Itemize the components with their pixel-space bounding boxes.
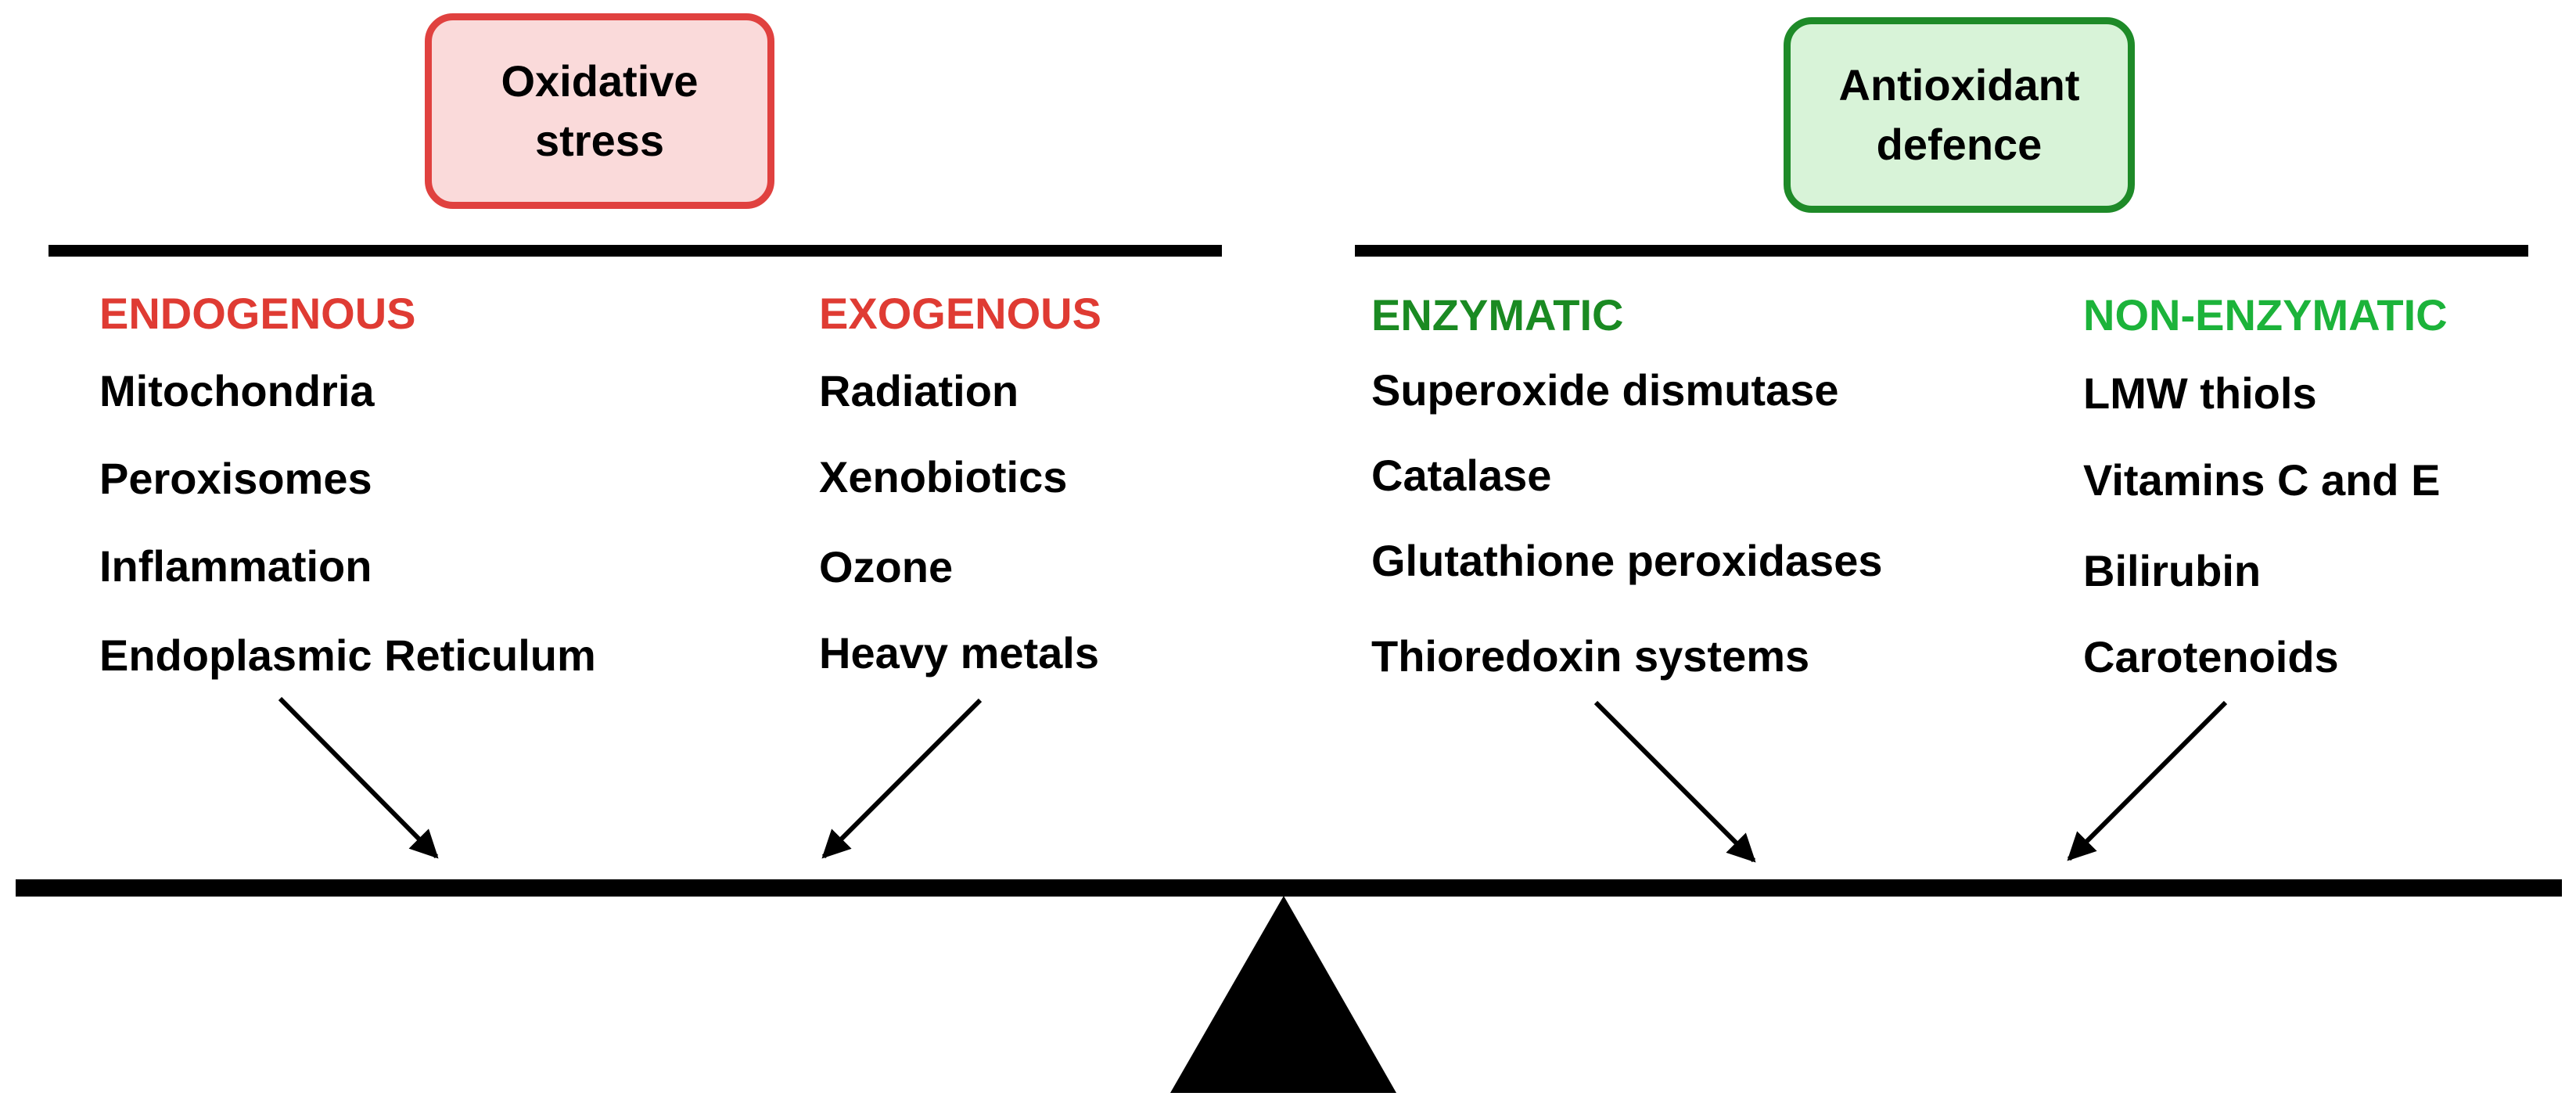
- list-item: Glutathione peroxidases: [1371, 536, 1883, 585]
- list-item: Bilirubin: [2083, 546, 2262, 595]
- balance-beam: [16, 879, 2562, 897]
- antioxidant-defence-divider: [1355, 245, 2528, 257]
- list-item: Mitochondria: [99, 366, 375, 415]
- list-item: Inflammation: [99, 541, 372, 591]
- list-item: Radiation: [819, 366, 1019, 415]
- list-item: Peroxisomes: [99, 454, 372, 503]
- list-item: LMW thiols: [2083, 368, 2317, 418]
- antioxidant-defence-box: Antioxidant defence: [1784, 17, 2135, 213]
- list-item: Thioredoxin systems: [1371, 631, 1810, 681]
- list-item: Heavy metals: [819, 628, 1100, 677]
- list-item: Carotenoids: [2083, 632, 2339, 681]
- oxidative-stress-label-line1: Oxidative: [501, 56, 699, 106]
- non-enzymatic-header: NON-ENZYMATIC: [2083, 290, 2448, 340]
- enzymatic-header: ENZYMATIC: [1371, 290, 1624, 340]
- oxidative-stress-divider: [49, 245, 1222, 257]
- exogenous-arrow: [821, 698, 983, 859]
- list-item: Catalase: [1371, 451, 1552, 500]
- non-enzymatic-arrow: [2067, 700, 2228, 861]
- exogenous-header: EXOGENOUS: [819, 289, 1101, 338]
- list-item: Vitamins C and E: [2083, 455, 2441, 505]
- list-item: Xenobiotics: [819, 452, 1068, 501]
- antioxidant-defence-label-line1: Antioxidant: [1838, 60, 2080, 110]
- list-item: Superoxide dismutase: [1371, 365, 1839, 415]
- oxidative-stress-label-line2: stress: [534, 116, 665, 165]
- endogenous-arrow: [278, 696, 439, 859]
- oxidative-stress-box: Oxidative stress: [425, 13, 774, 209]
- antioxidant-defence-label-line2: defence: [1876, 120, 2042, 169]
- list-item: Endoplasmic Reticulum: [99, 631, 596, 680]
- list-item: Ozone: [819, 542, 954, 591]
- enzymatic-arrow: [1593, 700, 1756, 863]
- fulcrum-triangle: [1170, 896, 1396, 1093]
- endogenous-header: ENDOGENOUS: [99, 289, 416, 338]
